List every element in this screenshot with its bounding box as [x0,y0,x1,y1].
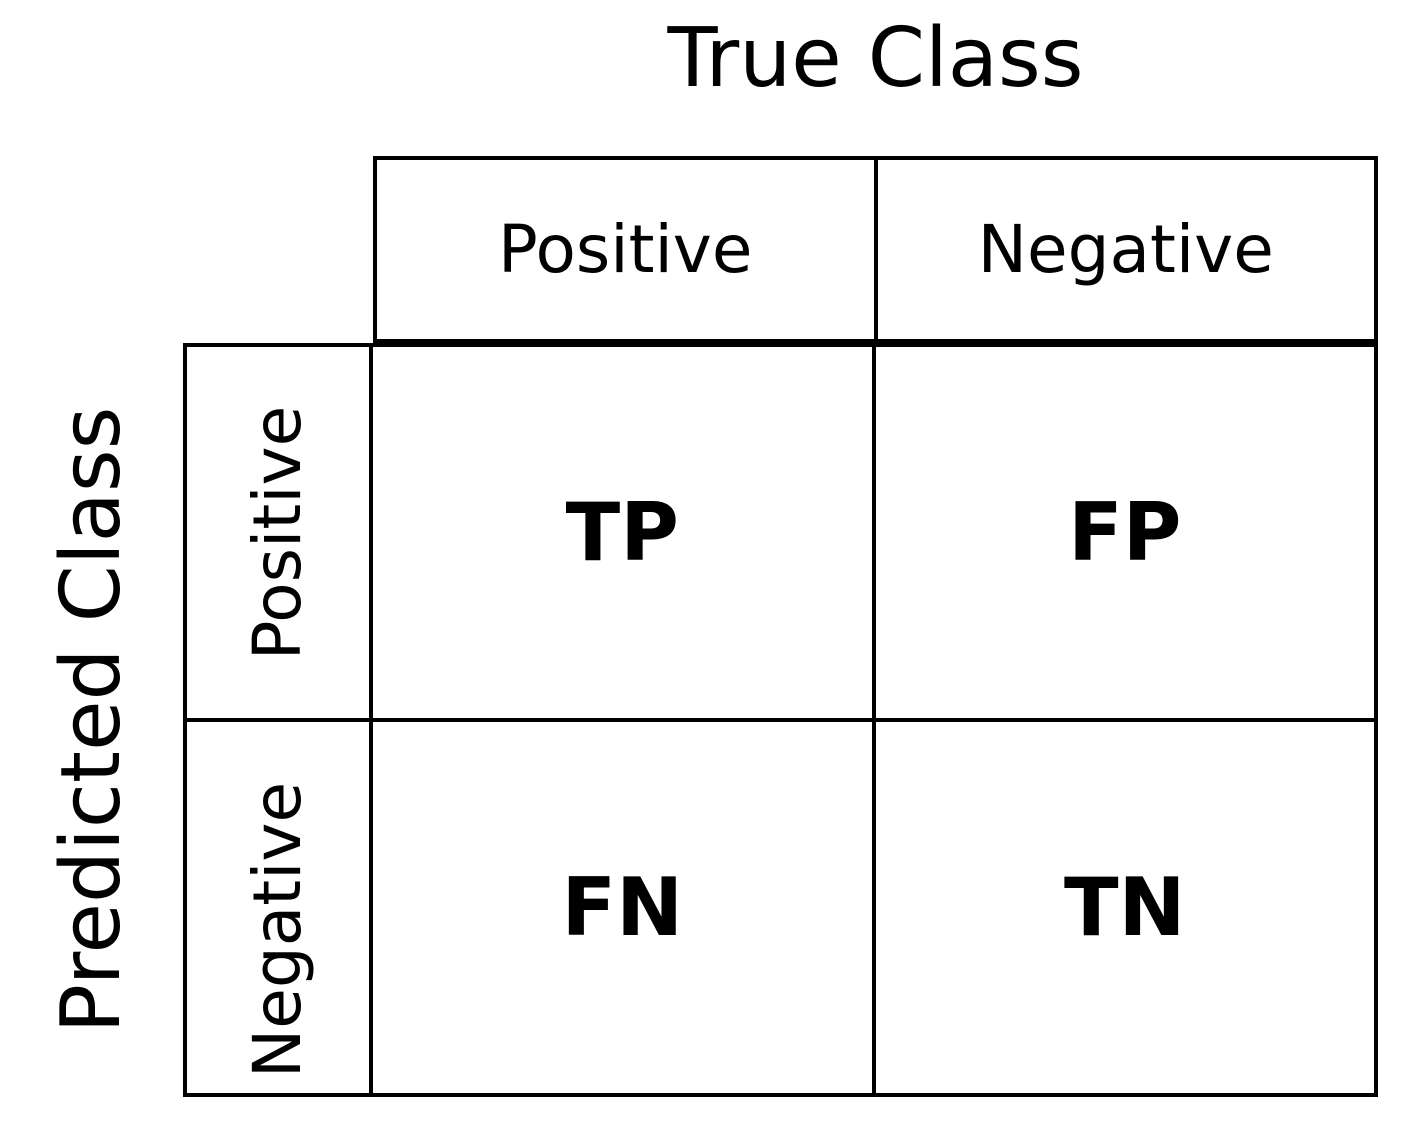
row-header-negative: Negative [187,718,369,1093]
column-header-negative: Negative [873,160,1375,339]
predicted-class-axis-title: Predicted Class [43,406,139,1034]
matrix-cell-true-positive-label: TP [565,485,679,579]
column-header-negative-label: Negative [977,210,1274,288]
column-header-positive: Positive [377,160,874,339]
column-header-row: Positive Negative [373,156,1378,343]
matrix-cell-true-negative-label: TN [1063,860,1186,954]
matrix-cell-false-positive-label: FP [1068,485,1182,579]
matrix-cell-false-negative-label: FN [561,860,684,954]
predicted-class-axis-title-area: Predicted Class [0,343,183,1097]
row-header-positive: Positive [187,347,369,718]
matrix-body: Positive Negative TP FP FN TN [183,343,1378,1097]
row-header-positive-label: Positive [239,405,316,660]
row-header-negative-label: Negative [239,781,316,1078]
matrix-cell-true-positive: TP [373,347,872,718]
column-header-positive-label: Positive [498,210,753,288]
row-header-column: Positive Negative [187,347,373,1093]
matrix-row-predicted-positive: TP FP [373,347,1374,718]
matrix-cell-true-negative: TN [871,722,1375,1093]
matrix-cell-false-negative: FN [373,722,872,1093]
matrix-row-predicted-negative: FN TN [373,718,1374,1093]
matrix-cells: TP FP FN TN [373,347,1374,1093]
matrix-cell-false-positive: FP [871,347,1375,718]
true-class-axis-title: True Class [667,11,1084,106]
